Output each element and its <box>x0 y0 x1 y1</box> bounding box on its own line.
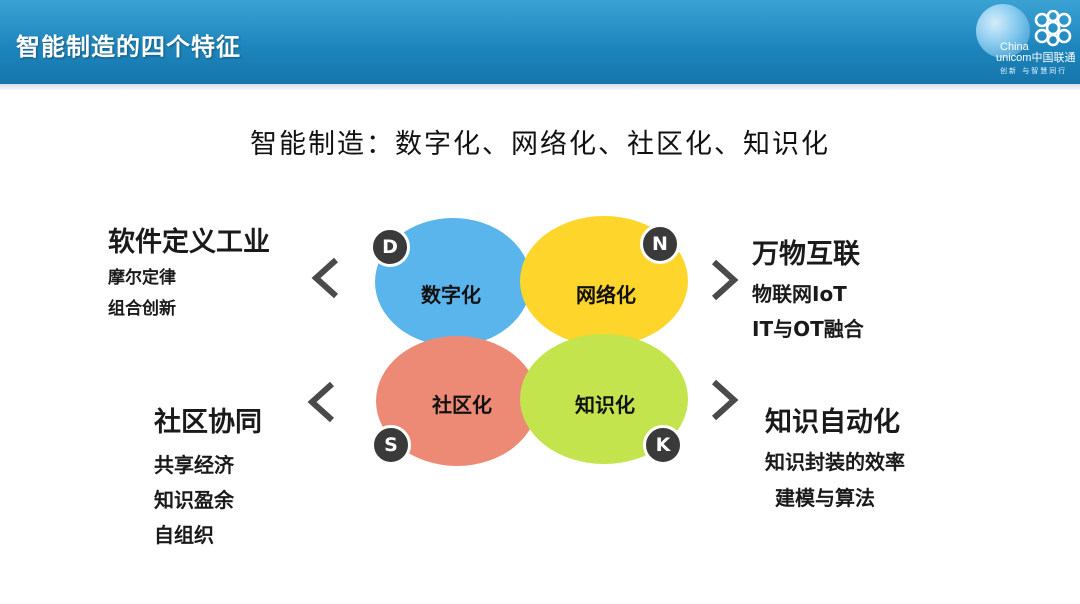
pillar-item: 物联网IoT <box>752 282 847 306</box>
circle-label-digital: 数字化 <box>421 283 481 307</box>
header-bar <box>0 0 1080 84</box>
pillar-title-community: 社区协同 <box>154 407 262 438</box>
pillar-item: 共享经济 <box>154 453 234 477</box>
badge-d: D <box>370 227 410 267</box>
circle-label-network: 网络化 <box>576 283 636 307</box>
slide-subtitle: 智能制造：数字化、网络化、社区化、知识化 <box>250 129 830 160</box>
unicom-knot-logo-icon <box>1034 10 1072 47</box>
pillar-item: 知识盈余 <box>154 488 234 512</box>
chevron-left-icon <box>311 257 339 299</box>
badge-k: K <box>643 425 683 465</box>
logo-slogan: 创新 与智慧同行 <box>1000 67 1068 75</box>
circle-label-knowledge: 知识化 <box>575 393 635 417</box>
chevron-right-icon <box>711 379 739 421</box>
badge-n: N <box>640 224 680 264</box>
logo-text-line1: China <box>1000 41 1029 53</box>
pillar-item: 摩尔定律 <box>108 268 176 288</box>
pillar-item: 组合创新 <box>108 299 176 319</box>
header-divider <box>0 84 1080 90</box>
chevron-left-icon <box>307 381 335 423</box>
pillar-title-automation: 知识自动化 <box>765 407 900 438</box>
logo-text-line2: unicom中国联通 <box>996 52 1076 64</box>
globe-icon <box>976 4 1030 58</box>
logo-text: China unicom中国联通 <box>996 42 1075 64</box>
page-title: 智能制造的四个特征 <box>16 33 241 61</box>
chevron-right-icon <box>711 259 739 301</box>
pillar-item: 自组织 <box>154 523 214 547</box>
pillar-title-software: 软件定义工业 <box>108 227 270 258</box>
badge-s: S <box>371 425 411 465</box>
pillar-item: 建模与算法 <box>775 486 875 510</box>
pillar-item: IT与OT融合 <box>752 317 864 341</box>
pillar-item: 知识封装的效率 <box>765 450 905 474</box>
circle-label-community: 社区化 <box>432 393 492 417</box>
pillar-title-iot: 万物互联 <box>752 239 860 270</box>
